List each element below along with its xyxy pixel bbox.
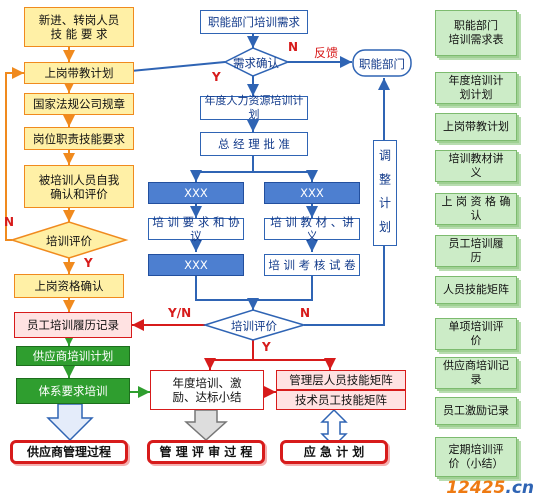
record-doc-5: 上 岗 资 格 确 认 — [435, 193, 517, 225]
exam-box: 培 训 考 核 试 卷 — [264, 254, 360, 276]
annual-plan-box: 年度人力资源培训计划 — [200, 94, 308, 121]
confirm-diamond — [223, 47, 291, 77]
supplier-plan-box: 供应商培训计划 — [16, 346, 130, 366]
mgmt-skills-box: 管理层人员技能矩阵 — [276, 370, 406, 390]
xxx-right-box: XXX — [264, 182, 360, 204]
qualification-confirm-box: 上岗资格确认 — [14, 274, 124, 298]
mentor-plan-box: 上岗带教计划 — [24, 62, 134, 84]
laws-box: 国家法规公司规章 — [24, 93, 134, 115]
record-doc-8: 单项培训评 价 — [435, 318, 517, 350]
xxx-lower-box: XXX — [148, 254, 244, 276]
center-eval-label: 培训评价 — [231, 319, 277, 333]
left-eval-diamond — [9, 221, 129, 259]
record-doc-6: 员工培训履 历 — [435, 235, 517, 267]
dept-demand-box: 职能部门培训需求 — [200, 10, 308, 34]
watermark: 12425.cn — [446, 478, 534, 498]
label-y-left: Y — [84, 256, 93, 270]
review-mgmt-box: 管 理 评 审 过 程 — [147, 440, 265, 464]
annual-summary-box: 年度培训、激 励、达标小结 — [150, 370, 264, 410]
record-doc-2: 年度培训计 划计划 — [435, 72, 517, 104]
label-y-confirm: Y — [212, 70, 221, 84]
label-n-left: N — [4, 215, 15, 229]
record-doc-9: 供应商培训记 录 — [435, 357, 517, 389]
xxx-left-box: XXX — [148, 182, 244, 204]
record-doc-4: 培训教材讲 义 — [435, 150, 517, 182]
tech-skills-box: 技术员工技能矩阵 — [276, 390, 406, 410]
label-n-confirm: N — [288, 40, 299, 54]
label-n-eval: N — [300, 306, 311, 320]
gm-approve-box: 总 经 理 批 准 — [200, 132, 308, 156]
center-eval-diamond — [202, 309, 307, 341]
training-record-box: 员工培训履历记录 — [14, 312, 132, 338]
self-evaluation-box: 被培训人员自我 确认和评价 — [24, 165, 134, 208]
left-eval-label: 培训评价 — [46, 234, 92, 248]
system-training-box: 体系要求培训 — [16, 378, 130, 404]
label-yn: Y/N — [168, 306, 192, 320]
materials-box: 培 训 教 材 、讲 义 — [264, 215, 360, 243]
new-staff-requirements-box: 新进、转岗人员 技 能 要 求 — [24, 7, 134, 47]
emergency-plan-box: 应 急 计 划 — [280, 440, 388, 464]
watermark-suffix: .cn — [505, 478, 534, 498]
demand-confirm-label: 需求确认 — [233, 56, 279, 70]
record-doc-1: 职能部门 培训需求表 — [435, 10, 517, 56]
record-doc-11: 定期培训评 价（小结） — [435, 437, 517, 477]
feedback-label: 反馈 — [314, 46, 339, 60]
supplier-mgmt-box: 供应商管理过程 — [10, 440, 128, 464]
agreement-box: 培 训 要 求 和 协 议 — [148, 215, 244, 243]
record-doc-10: 员工激励记录 — [435, 397, 517, 425]
label-y-eval: Y — [262, 340, 271, 354]
adjust-plan-box: 调 整 计 划 — [373, 140, 397, 246]
watermark-number: 12425 — [446, 478, 506, 498]
record-doc-3: 上岗带教计划 — [435, 113, 517, 141]
position-requirements-box: 岗位职责技能要求 — [24, 127, 134, 150]
record-doc-7: 人员技能矩阵 — [435, 276, 517, 304]
dept-node-label: 职能部门 — [359, 57, 405, 71]
